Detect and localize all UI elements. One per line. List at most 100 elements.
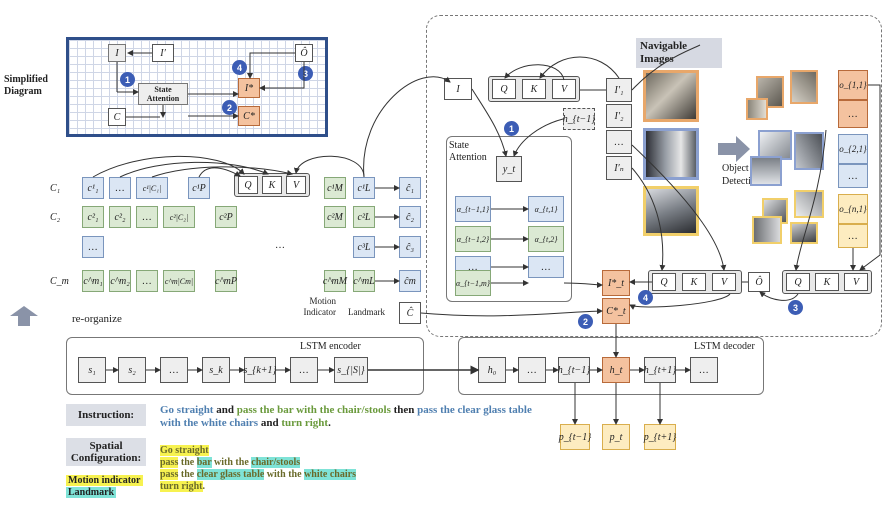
cm-ellipsis-box: … xyxy=(136,270,158,292)
instruction-segment: and xyxy=(258,417,282,429)
nav-image-2 xyxy=(643,128,699,180)
enc-cell-2: s₂ xyxy=(118,357,146,383)
C-star-t-box: C*_t xyxy=(602,298,630,324)
cL-m-box: c^mL xyxy=(353,270,375,292)
chat-1-box: ĉ₁ xyxy=(399,177,421,199)
legend-landmark: Landmark xyxy=(66,487,117,498)
dec-cell-ht: h_t xyxy=(602,357,630,383)
dec-cell-ellipsis-2: … xyxy=(690,357,718,383)
spatial-config-segment: with the xyxy=(211,457,252,468)
cM-2-box: c²M xyxy=(324,206,346,228)
c2-P-box: c²P xyxy=(215,206,237,228)
middle-ellipsis: … xyxy=(275,240,285,251)
navigable-images-label: Navigable Images xyxy=(640,40,688,65)
simp-badge-4: 4 xyxy=(232,60,247,75)
cm-P-box: c^mP xyxy=(215,270,237,292)
instruction-segment: pass the clear glass table with the whit… xyxy=(160,404,532,429)
c2-last-box: c²|C₂| xyxy=(163,206,195,228)
right-qkv1-K: K xyxy=(682,273,706,291)
row-label-C2: C₂ xyxy=(50,212,61,223)
dec-cell-ellipsis-1: … xyxy=(518,357,546,383)
I-prime-3: … xyxy=(606,130,632,154)
row-label-C1: C₁ xyxy=(50,183,61,194)
output-p-next: p_{t+1} xyxy=(644,424,676,450)
instruction-segment: . xyxy=(328,417,331,429)
output-p-t: p_t xyxy=(602,424,630,450)
spatial-config-segment: bar xyxy=(196,457,212,468)
lstm-encoder-title: LSTM encoder xyxy=(300,341,361,352)
simp-badge-1: 1 xyxy=(120,72,135,87)
instruction-segment: turn right xyxy=(281,417,329,429)
dec-cell-h-prev: h_{t−1} xyxy=(558,357,590,383)
spatial-config-segment: the xyxy=(178,469,197,480)
crop-1b xyxy=(790,70,818,104)
spatial-config-segment: white chairs xyxy=(304,469,356,480)
c2-2-box: c²₂ xyxy=(109,206,131,228)
right-qkv1-V: V xyxy=(712,273,736,291)
instruction-label: Instruction: xyxy=(66,404,146,426)
spatial-config-segment: Go straight xyxy=(160,445,209,456)
crop-2c xyxy=(750,156,782,186)
lstm-decoder-title: LSTM decoder xyxy=(694,341,755,352)
cL-3-box: c³L xyxy=(353,236,375,258)
simp-badge-2: 2 xyxy=(222,100,237,115)
alpha-right-1: α_{t,1} xyxy=(528,196,564,222)
spatial-config-segment: with the xyxy=(264,469,305,480)
enc-cell-5: s_{k+1} xyxy=(243,357,277,383)
right-badge-3: 3 xyxy=(788,300,803,315)
landmark-label: Landmark xyxy=(348,307,385,317)
instruction-segment: and xyxy=(213,404,237,416)
spatial-config-label: Spatial Configuration: xyxy=(66,438,146,466)
yt-box: y_t xyxy=(496,156,522,182)
crop-3c xyxy=(752,216,782,244)
o-2-ellipsis-box: … xyxy=(838,164,868,188)
instruction-text: Go straight and pass the bar with the ch… xyxy=(160,404,550,430)
spatial-config-line: pass the clear glass table with the whit… xyxy=(160,469,500,481)
C-hat-box: Ĉ xyxy=(399,302,421,324)
simp-badge-3: 3 xyxy=(298,66,313,81)
spatial-config-segment: the xyxy=(178,457,197,468)
crop-3b xyxy=(794,190,824,218)
enc-cell-3: … xyxy=(160,357,188,383)
I-prime-1: I′₁ xyxy=(606,78,632,102)
I-prime-2: I′₂ xyxy=(606,104,632,128)
c3-ellipsis-box: … xyxy=(82,236,104,258)
cm-last-box: c^m|Cm| xyxy=(163,270,195,292)
motion-indicator-label: Motion Indicator xyxy=(303,296,336,317)
o-2-1-box: o_{2,1} xyxy=(838,134,868,164)
right-O-hat-box: Ô xyxy=(748,272,770,292)
right-badge-4: 4 xyxy=(638,290,653,305)
c1-ellipsis-box: … xyxy=(109,177,131,199)
object-detection-arrow-icon xyxy=(718,136,750,167)
instruction-segment: then xyxy=(390,404,418,416)
reorganize-label: re-organize xyxy=(72,313,122,325)
simp-I-star-box: I* xyxy=(238,78,260,98)
legend-motion-indicator: Motion indicator xyxy=(66,475,143,486)
simp-C-box: C xyxy=(108,108,126,126)
o-n-ellipsis-box: … xyxy=(838,224,868,248)
nav-image-3 xyxy=(643,186,699,236)
object-detection-label: Object Detecti on xyxy=(722,163,764,187)
right-badge-2: 2 xyxy=(578,314,593,329)
output-p-prev: p_{t−1} xyxy=(559,424,591,450)
center-I-box: I xyxy=(444,78,472,100)
o-1-ellipsis-box: … xyxy=(838,100,868,128)
spatial-config-segment: . xyxy=(202,481,206,492)
qkv-left-Q: Q xyxy=(238,176,258,194)
crop-1a xyxy=(756,76,784,108)
I-prime-n: I′ₙ xyxy=(606,156,632,180)
cM-1-box: c¹M xyxy=(324,177,346,199)
spatial-config-line: pass the bar with the chair/stools xyxy=(160,457,500,469)
o-1-1-box: o_{1,1} xyxy=(838,70,868,100)
cL-1-box: c¹L xyxy=(353,177,375,199)
center-K: K xyxy=(522,79,546,99)
simp-state-attention-box: State Attention xyxy=(138,83,188,105)
qkv-left-V: V xyxy=(286,176,306,194)
simp-C-star-box: C* xyxy=(238,106,260,126)
simp-I-prime-box: I′ xyxy=(152,44,174,62)
enc-cell-1: s₁ xyxy=(78,357,106,383)
nav-image-1 xyxy=(643,70,699,122)
crop-2a xyxy=(758,130,792,160)
spatial-config-segment: turn right xyxy=(160,481,203,492)
